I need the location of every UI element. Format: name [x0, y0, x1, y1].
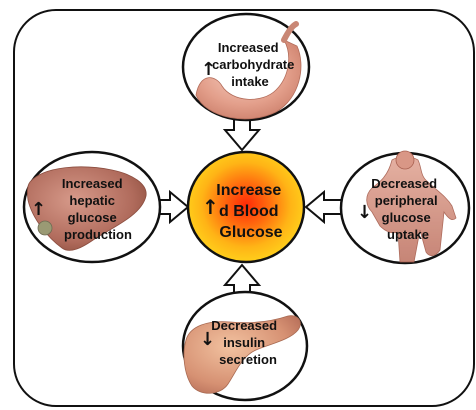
svg-text:Increase d Blood G: Increase d Blood Glucose	[216, 182, 285, 241]
bottom-line-1: Decreased	[211, 318, 277, 333]
svg-text:Decreased insulin: Decreased insulin secretion	[211, 318, 280, 367]
right-line-4: uptake	[387, 227, 429, 242]
left-line-4: production	[64, 227, 132, 242]
right-line-2: peripheral	[375, 193, 438, 208]
left-line-3: glucose	[68, 210, 117, 225]
node-bottom: Decreased insulin secretion ↓	[181, 290, 309, 402]
right-line-3: glucose	[382, 210, 431, 225]
right-line-1: Decreased	[371, 176, 437, 191]
center-line-3: Glucose	[219, 224, 282, 241]
arrow-right-to-center	[304, 189, 343, 225]
center-line-1: Increase	[216, 182, 281, 199]
top-line-2: carbohydrate	[212, 57, 294, 72]
top-line-3: intake	[231, 74, 269, 89]
top-line-1: Increased	[218, 40, 279, 55]
down-arrow-icon: ↓	[200, 329, 215, 350]
node-left: Increased hepatic glucose production ↑	[22, 150, 162, 264]
stomach-icon	[195, 39, 302, 120]
node-top: Increased carbohydrate intake ↑	[181, 12, 311, 122]
up-arrow-icon: ↑	[31, 199, 46, 220]
pancreas-icon	[183, 315, 301, 394]
left-line-2: hepatic	[69, 193, 115, 208]
bottom-line-3: secretion	[219, 352, 277, 367]
node-center: Increase d Blood Glucose ↑	[186, 150, 306, 264]
up-arrow-icon: ↑	[202, 195, 219, 219]
muscle-body-icon	[366, 156, 457, 263]
node-right: Decreased peripheral glucose uptake ↓	[339, 150, 471, 265]
left-line-1: Increased	[62, 176, 123, 191]
down-arrow-icon: ↓	[357, 202, 372, 223]
bottom-line-2: insulin	[223, 335, 265, 350]
svg-text:Increased carbohydrate: Increased carbohydrate intake	[212, 40, 298, 89]
liver-icon	[27, 166, 147, 251]
up-arrow-icon: ↑	[201, 59, 216, 80]
hollow-block-arrow-icon	[152, 114, 343, 301]
svg-text:Decreased peripheral: Decreased peripheral glucose uptake	[371, 176, 441, 242]
center-line-2: d Blood	[219, 203, 279, 220]
svg-text:Increased hepatic: Increased hepatic glucose production	[62, 176, 132, 242]
